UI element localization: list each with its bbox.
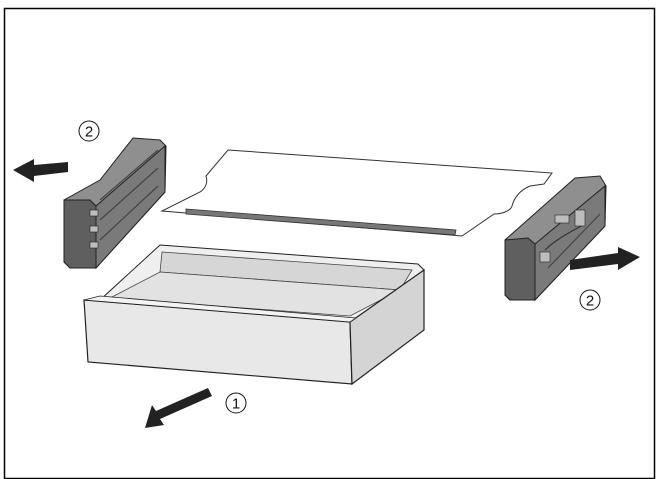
arrow-left-bracket-out [13, 159, 68, 182]
vegetable-drawer [83, 244, 425, 386]
callout-drawer-label: 1 [232, 396, 240, 413]
left-side-bracket [63, 137, 167, 270]
arrow-right-bracket-out [570, 247, 640, 270]
callout-left-bracket-label: 2 [85, 124, 93, 141]
glass-shelf [160, 149, 553, 237]
callout-drawer: 1 [225, 392, 247, 414]
callout-right-bracket: 2 [579, 289, 601, 311]
arrow-drawer-out [145, 388, 212, 428]
callout-right-bracket-label: 2 [586, 293, 594, 310]
callout-left-bracket: 2 [78, 120, 100, 142]
right-side-bracket [504, 175, 607, 302]
